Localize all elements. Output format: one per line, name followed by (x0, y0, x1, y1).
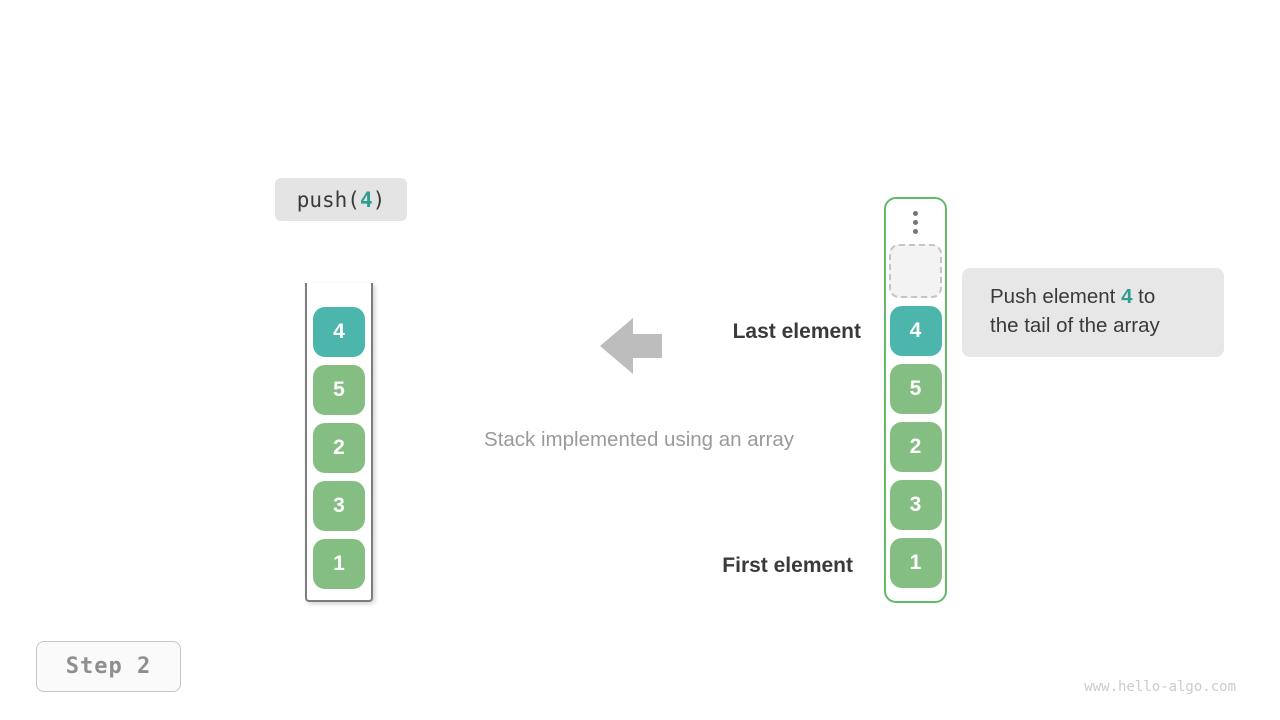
step-badge: Step 2 (36, 641, 181, 692)
stack-cell: 5 (313, 365, 365, 415)
tooltip-value: 4 (1121, 285, 1133, 308)
stack-after-container: 4 5 2 3 1 (884, 197, 947, 603)
operation-badge: push(4) (275, 178, 407, 221)
last-element-label: Last element (732, 320, 861, 343)
stack-cell: 5 (889, 364, 942, 414)
tooltip-line2: the tail of the array (990, 314, 1160, 337)
operation-value: 4 (359, 187, 373, 212)
stack-cell: 3 (313, 481, 365, 531)
stack-cell: 3 (889, 480, 942, 530)
empty-slot (889, 244, 942, 298)
first-element-label: First element (722, 554, 853, 577)
stack-cell: 1 (313, 539, 365, 589)
ellipsis-icon (913, 211, 918, 234)
stack-cell: 4 (313, 307, 365, 357)
tooltip-text-after: to (1132, 285, 1156, 308)
watermark: www.hello-algo.com (1084, 679, 1236, 695)
operation-prefix: push( (296, 187, 360, 212)
stack-cell-pushed: 4 (889, 306, 942, 356)
operation-suffix: ) (372, 187, 386, 212)
arrow-left-icon (600, 318, 662, 374)
tooltip-text-before: Push element (990, 285, 1122, 308)
stack-cell: 2 (889, 422, 942, 472)
stack-cell: 1 (889, 538, 942, 588)
stack-before-container: 4 5 2 3 1 (305, 283, 373, 602)
diagram-caption: Stack implemented using an array (484, 428, 794, 451)
push-tooltip: Push element 4 to the tail of the array (962, 268, 1224, 357)
stack-cell: 2 (313, 423, 365, 473)
